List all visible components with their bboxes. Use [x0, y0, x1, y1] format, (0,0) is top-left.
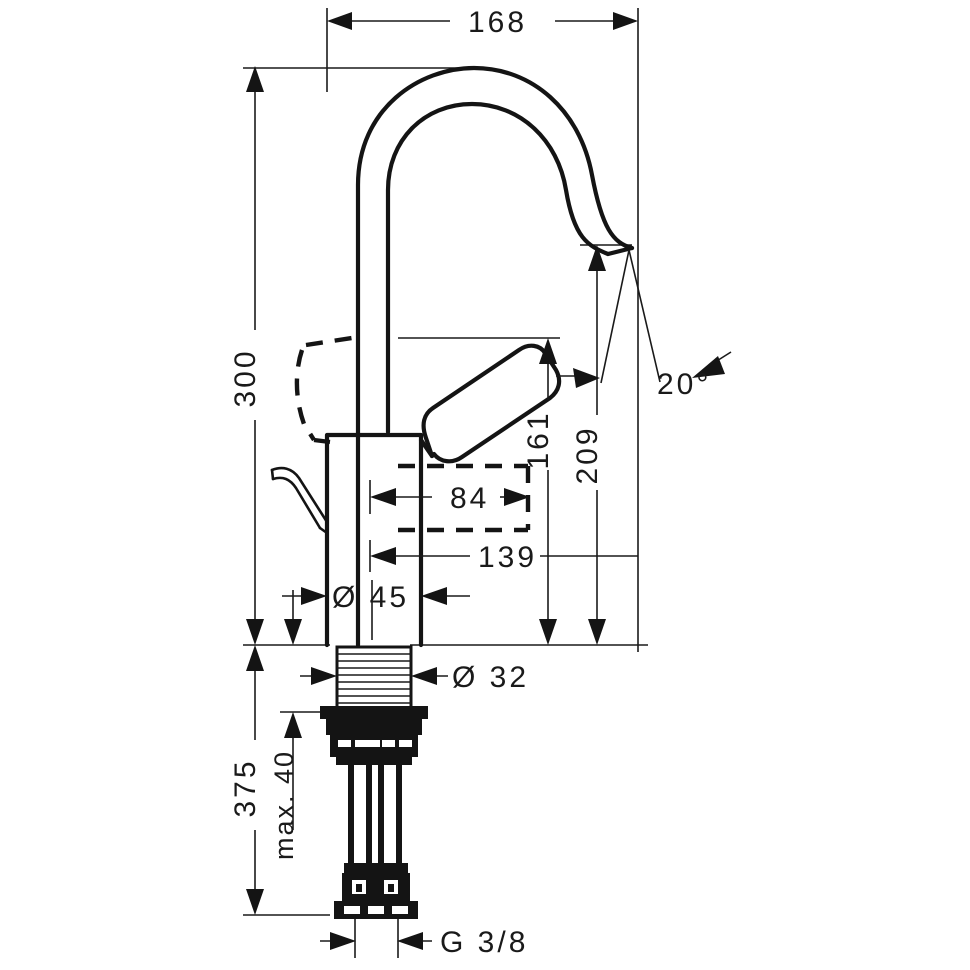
supply-hoses: [334, 765, 418, 919]
threaded-shank: [335, 645, 413, 711]
dim-d45-label: Ø 45: [332, 581, 409, 614]
dim-84-label: 84: [450, 482, 489, 515]
dimension-375: 375: [229, 645, 264, 915]
dim-d32-label: Ø 32: [452, 661, 529, 694]
dim-168-label: 168: [468, 6, 527, 39]
dimension-diameter-45: Ø 45: [282, 581, 470, 614]
dim-max40-label: max. 40: [269, 750, 299, 860]
dimension-84: 84: [370, 482, 530, 515]
dimension-thread-g38: G 3/8: [320, 926, 528, 959]
dim-139-label: 139: [478, 541, 537, 574]
mounting-assembly: [320, 706, 428, 765]
dimension-139: 139: [370, 541, 638, 574]
dim-20deg-label: 20°: [657, 368, 711, 401]
dim-161-label: 161: [522, 410, 555, 469]
extension-lines: [243, 8, 648, 958]
dimension-angle-20: 20°: [556, 249, 732, 401]
dim-300-label: 300: [229, 348, 262, 407]
dim-g38-label: G 3/8: [440, 926, 528, 959]
dimension-161: 161: [522, 338, 557, 645]
dimension-168: 168: [327, 6, 638, 39]
dimension-diameter-32: Ø 32: [300, 661, 529, 694]
dim-375-label: 375: [229, 758, 262, 817]
dimension-209: 209: [571, 245, 606, 645]
dimension-max40: max. 40: [269, 590, 302, 860]
dim-209-label: 209: [571, 425, 604, 484]
dimension-300: 300: [229, 66, 264, 645]
